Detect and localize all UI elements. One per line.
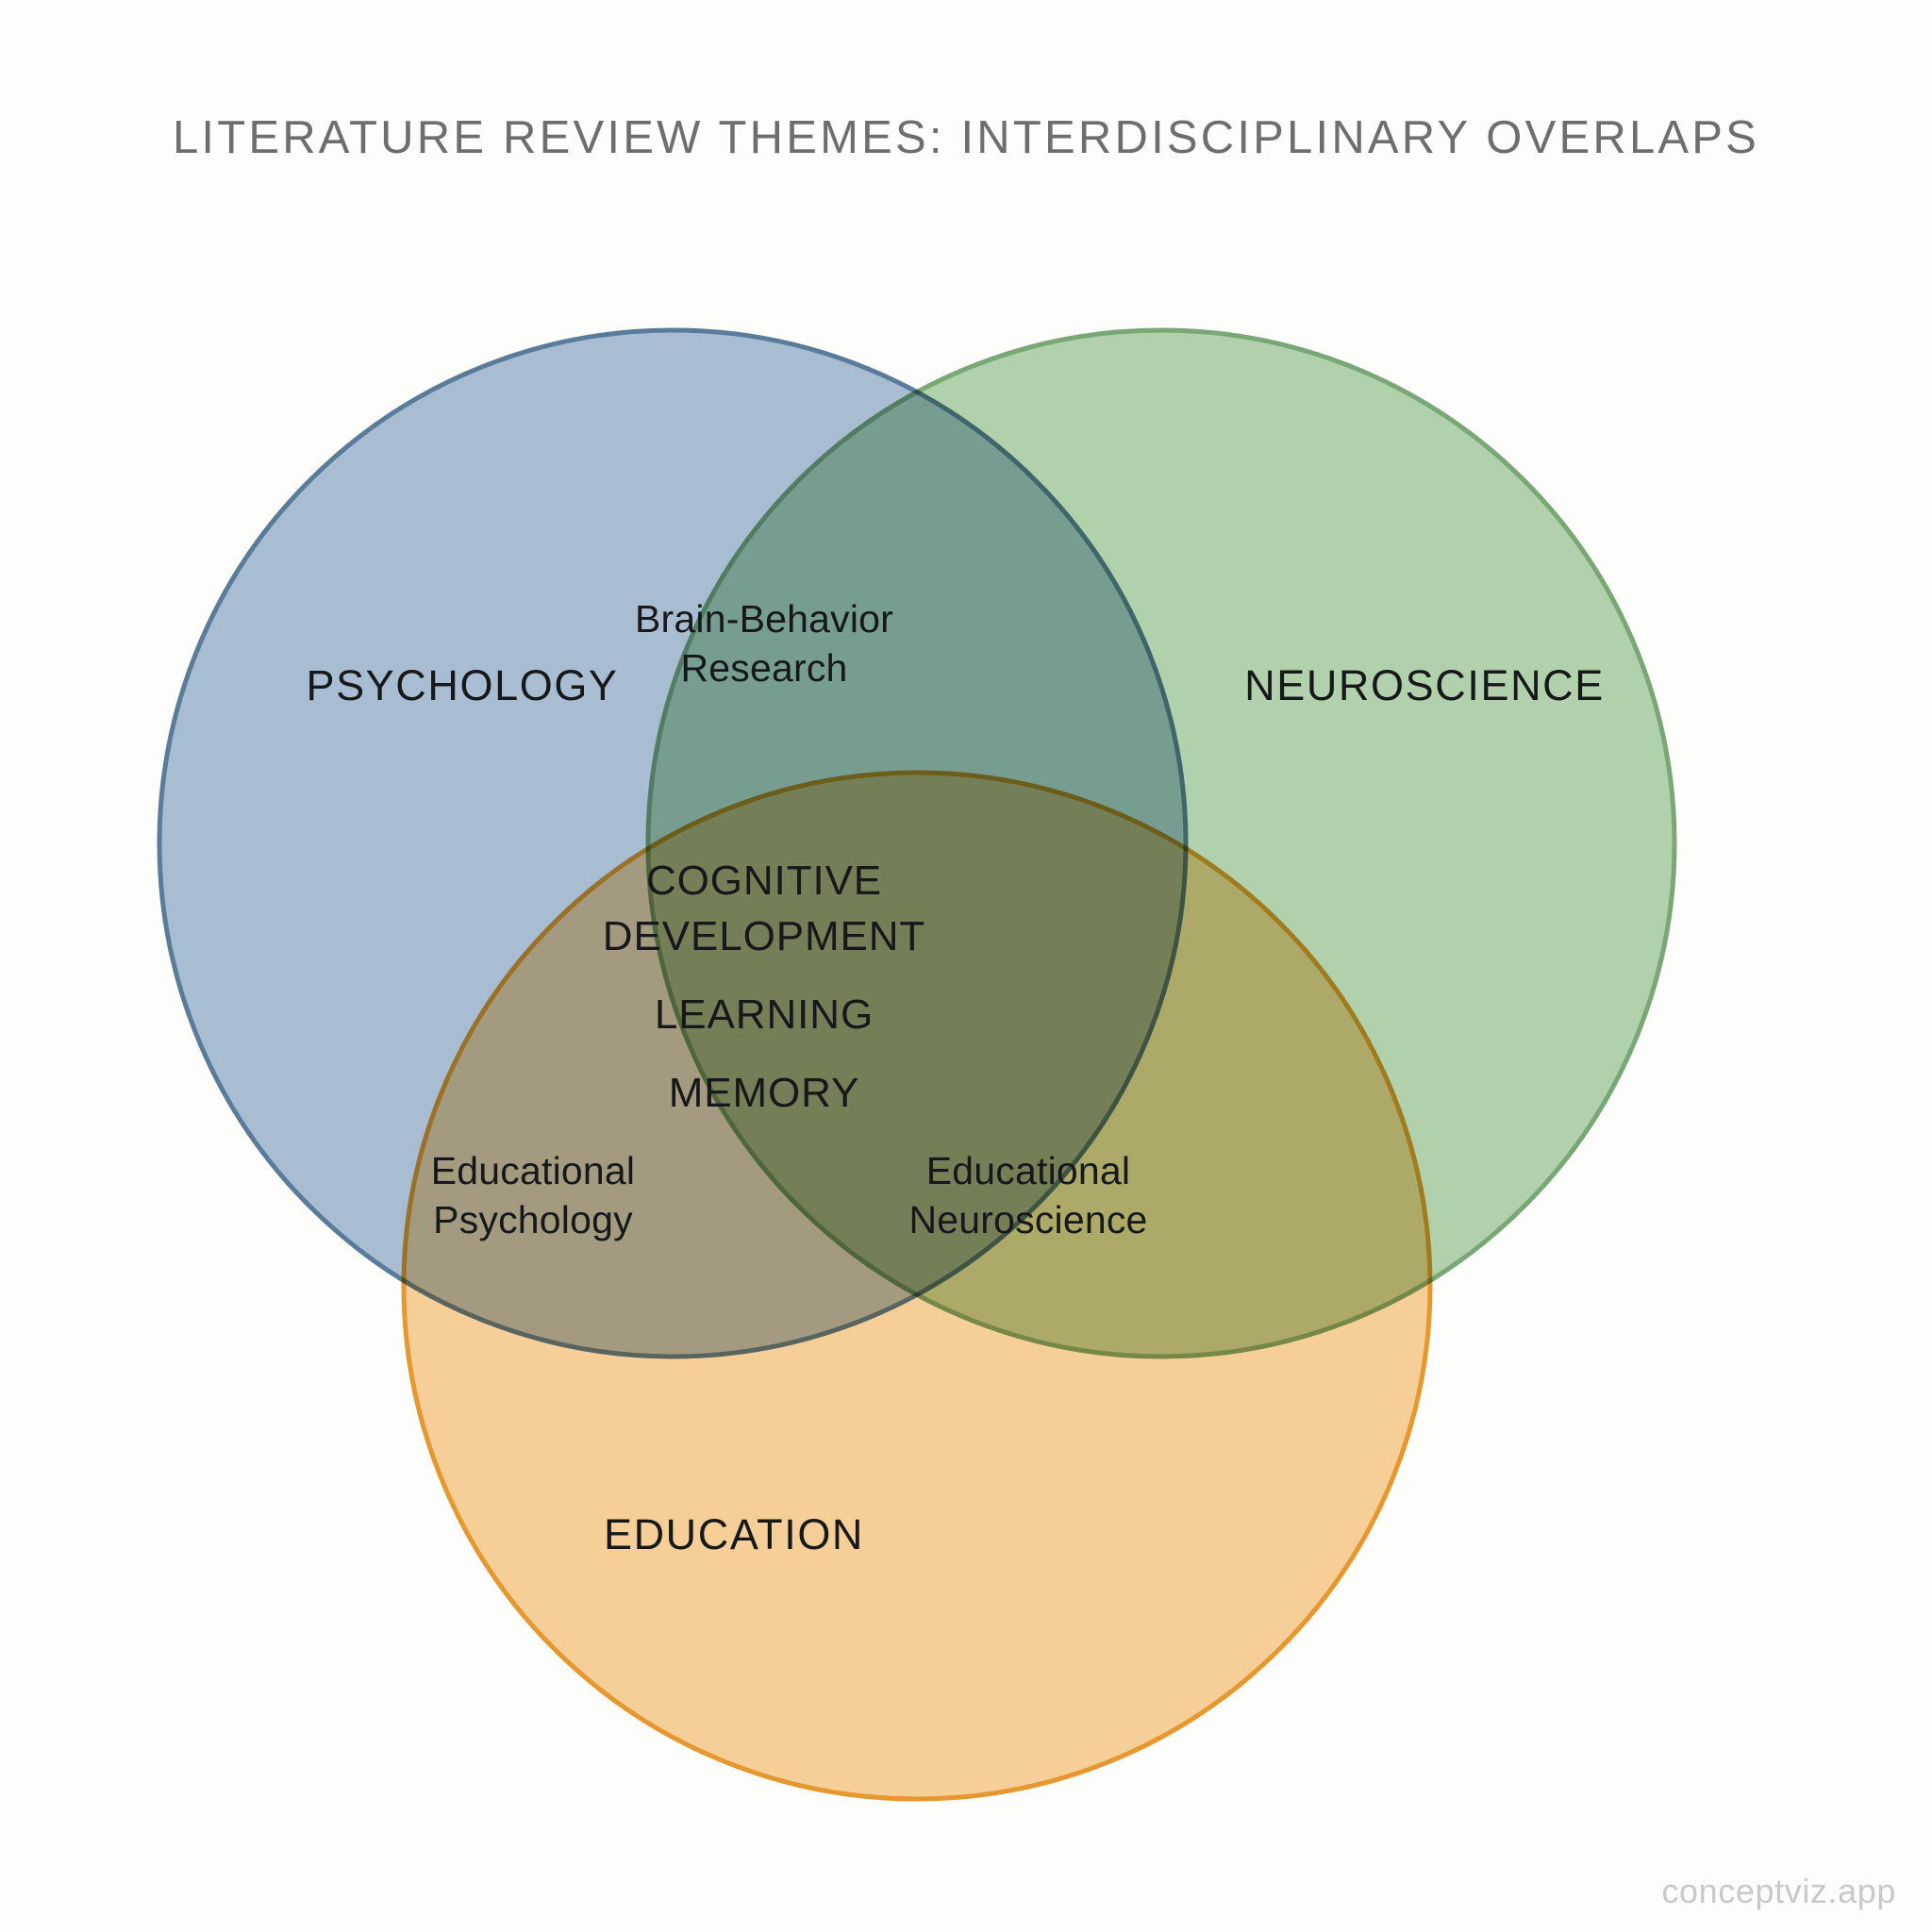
edu-psych-line-1: Educational bbox=[430, 1149, 636, 1192]
core-line-3: LEARNING bbox=[654, 991, 874, 1038]
intersection-label-educational-psychology: Educational Psychology bbox=[354, 1146, 712, 1245]
watermark: conceptviz.app bbox=[1661, 1872, 1896, 1910]
intersection-label-educational-neuroscience: Educational Neuroscience bbox=[830, 1146, 1226, 1245]
core-line-4: MEMORY bbox=[668, 1069, 860, 1116]
intersection-label-brain-behavior-research: Brain-Behavior Research bbox=[604, 594, 924, 693]
brain-behavior-line-1: Brain-Behavior bbox=[635, 597, 893, 641]
edu-psych-line-2: Psychology bbox=[433, 1198, 633, 1242]
core-line-2: DEVELOPMENT bbox=[602, 912, 926, 959]
circle-education[interactable] bbox=[401, 770, 1433, 1802]
page-title: LITERATURE REVIEW THEMES: INTERDISCIPLIN… bbox=[172, 112, 1760, 163]
set-label-education: EDUCATION bbox=[603, 1510, 865, 1558]
brain-behavior-line-2: Research bbox=[680, 646, 848, 691]
edu-neuro-line-2: Neuroscience bbox=[908, 1198, 1148, 1242]
set-label-psychology: PSYCHOLOGY bbox=[306, 661, 619, 709]
set-label-neuroscience: NEUROSCIENCE bbox=[1244, 661, 1605, 709]
intersection-label-core-themes: COGNITIVE DEVELOPMENT LEARNING MEMORY bbox=[585, 854, 943, 1122]
edu-neuro-line-1: Educational bbox=[925, 1149, 1131, 1192]
core-line-1: COGNITIVE bbox=[645, 858, 883, 904]
